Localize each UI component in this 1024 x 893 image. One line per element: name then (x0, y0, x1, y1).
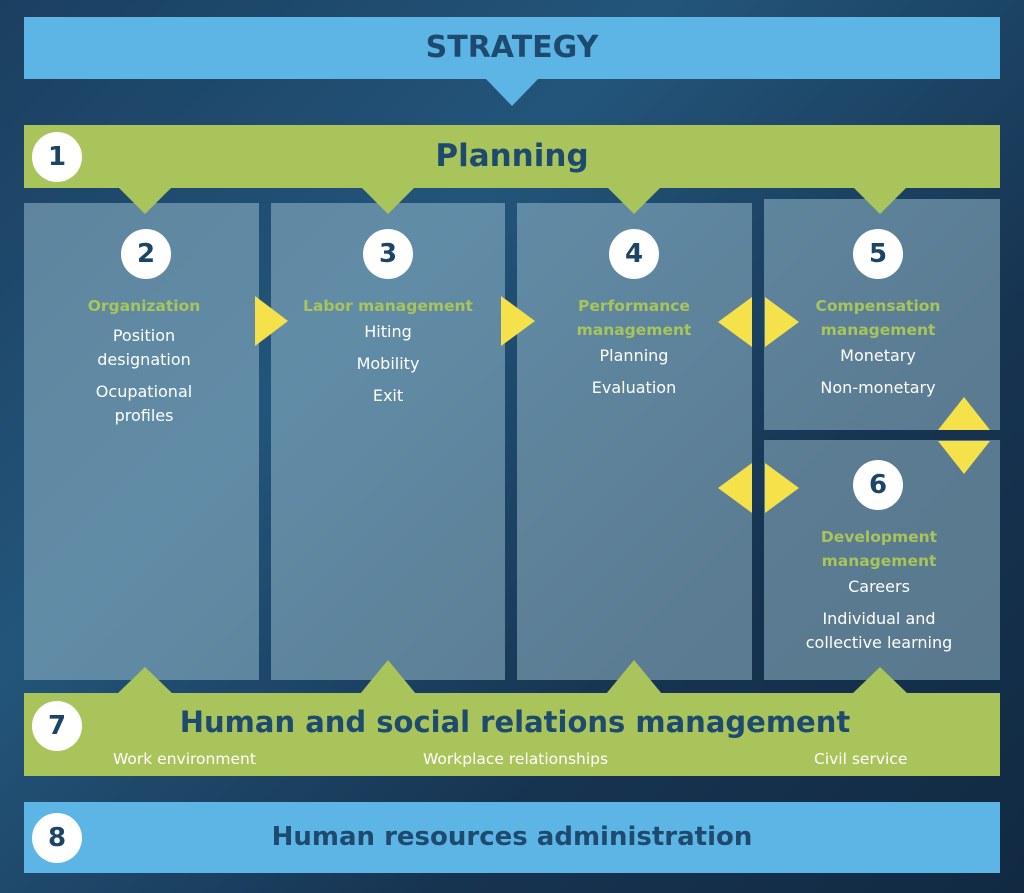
arrow-down-icon (938, 441, 990, 474)
relations-bar (24, 693, 1000, 776)
compensation-content: Compensation management Monetary Non-mon… (793, 294, 963, 408)
planning-arrow-down (118, 187, 172, 214)
column-labor (271, 203, 505, 680)
step-number-3: 3 (363, 229, 413, 279)
relations-item: Workplace relationships (423, 750, 609, 768)
arrow-right-icon (255, 296, 288, 346)
relations-arrow-up (852, 667, 908, 694)
organization-content: Organization Position designation Ocupat… (44, 294, 244, 436)
planning-bar (24, 125, 1000, 188)
step-number-5: 5 (853, 229, 903, 279)
arrow-up-icon (938, 397, 990, 430)
strategy-bar (24, 17, 1000, 79)
column-item: Position designation (97, 326, 191, 369)
step-number-7: 7 (32, 701, 82, 751)
relations-title: Human and social relations management (179, 705, 851, 739)
step-number-2: 2 (121, 229, 171, 279)
administration-bar (24, 802, 1000, 873)
relations-item: Civil service (814, 750, 908, 768)
step-number-8: 8 (32, 813, 82, 863)
arrow-right-icon (765, 297, 799, 347)
column-item: Non-monetary (820, 378, 936, 397)
planning-arrow-down (853, 187, 907, 214)
column-item: Individual and collective learning (805, 609, 953, 652)
column-title: Organization (87, 297, 201, 315)
relations-arrow-up (117, 667, 173, 694)
column-title: Labor management (303, 297, 473, 315)
strategy-arrow-down (486, 79, 538, 106)
arrow-right-icon (501, 296, 535, 346)
planning-title: Planning (435, 138, 589, 174)
step-number-4: 4 (609, 229, 659, 279)
column-item: Monetary (840, 346, 916, 365)
column-item: Careers (848, 577, 910, 596)
relations-arrow-up (606, 660, 662, 694)
column-title: Compensation management (815, 297, 941, 339)
column-item: Ocupational profiles (95, 382, 193, 425)
column-performance (517, 203, 752, 680)
performance-content: Performance management Planning Evaluati… (549, 294, 719, 408)
relations-arrow-up (360, 660, 416, 694)
column-item: Evaluation (591, 378, 677, 397)
relations-item: Work environment (113, 750, 256, 768)
column-title: Development management (820, 528, 938, 570)
arrow-left-icon (718, 463, 752, 513)
development-content: Development management Careers Individua… (784, 525, 974, 663)
labor-content: Labor management Hiting Mobility Exit (298, 294, 478, 416)
planning-arrow-down (607, 187, 661, 214)
strategy-title: STRATEGY (425, 30, 599, 65)
administration-title: Human resources administration (271, 822, 753, 852)
column-organization (24, 203, 259, 680)
arrow-right-icon (765, 463, 799, 513)
column-item: Exit (372, 386, 404, 405)
column-item: Mobility (356, 354, 420, 373)
step-number-1: 1 (32, 132, 82, 182)
arrow-left-icon (718, 297, 752, 347)
planning-arrow-down (361, 187, 415, 214)
column-item: Planning (599, 346, 669, 365)
column-title: Performance management (576, 297, 692, 339)
step-number-6: 6 (853, 460, 903, 510)
column-item: Hiting (364, 322, 412, 341)
